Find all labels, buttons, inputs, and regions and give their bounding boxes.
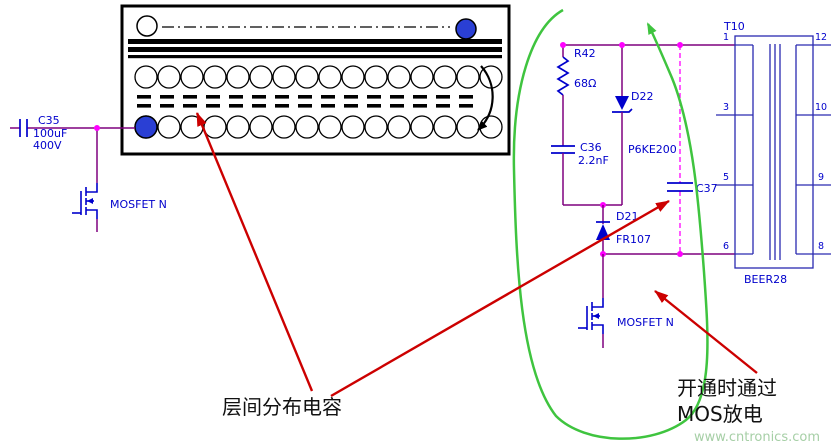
transformer-t10: T10 BEER28 1 3 5 6 12 10 9 8 — [716, 20, 831, 286]
pin-number-6: 6 — [723, 241, 729, 252]
nmos-symbol-right — [578, 298, 603, 334]
pin-number-1: 1 — [723, 32, 729, 43]
c37-capacitor-symbol — [667, 183, 693, 191]
arrow-to-c37 — [331, 201, 669, 396]
mosfet-left-label: MOSFET N — [110, 198, 167, 211]
r42-resistor-symbol — [558, 57, 568, 95]
d22-ref-label: D22 — [631, 90, 653, 103]
winding-turns-row-bottom — [135, 116, 502, 138]
watermark: www.cntronics.com — [694, 430, 820, 445]
right-pin-stubs — [813, 45, 831, 254]
r42-ref-label: R42 — [574, 47, 596, 60]
nmos-symbol-left — [72, 183, 97, 219]
transformer-core-lines — [770, 44, 780, 260]
snubber-circuit: R42 68Ω D22 P6KE200 C36 2.2nF D21 FR107 … — [551, 42, 735, 348]
secondary-winding-lines — [796, 45, 813, 254]
c36-ref-label: C36 — [580, 141, 602, 154]
discharge-note-line1: 开通时通过 — [677, 376, 777, 400]
pin-number-3: 3 — [723, 102, 729, 113]
junction-dot — [560, 42, 566, 48]
primary-winding-lines — [735, 45, 753, 254]
c35-ref-label: C35 — [38, 114, 60, 127]
r42-value-label: 68Ω — [574, 77, 596, 90]
pin-number-12: 12 — [815, 32, 827, 43]
winding-turns-row-top — [135, 66, 502, 88]
transformer-outline — [735, 36, 813, 268]
c36-value-label: 2.2nF — [578, 154, 609, 167]
shield-layer-bar — [128, 47, 502, 52]
shield-layer-bar — [128, 55, 502, 58]
distributed-capacitance-dashes — [137, 95, 473, 108]
d22-tvs-diode-symbol — [615, 96, 629, 110]
pin-number-8: 8 — [818, 241, 824, 252]
d21-part-label: FR107 — [616, 233, 651, 246]
winding-cross-section — [122, 6, 509, 154]
c36-capacitor-symbol — [551, 146, 575, 153]
pin-number-5: 5 — [723, 172, 729, 183]
c35-capacitor-symbol — [20, 119, 27, 137]
mosfet-right-label: MOSFET N — [617, 316, 674, 329]
winding-terminal-blue-top — [456, 19, 476, 39]
highlight-loop — [514, 10, 708, 439]
d22-part-label: P6KE200 — [628, 143, 677, 156]
c35-voltage-label: 400V — [33, 139, 62, 152]
pin-number-10: 10 — [815, 102, 827, 113]
junction-dot — [677, 42, 683, 48]
transformer-part-label: BEER28 — [744, 273, 787, 286]
junction-dot — [677, 251, 683, 257]
pin-number-9: 9 — [818, 172, 824, 183]
c37-ref-label: C37 — [696, 182, 718, 195]
discharge-note-line2: MOS放电 — [677, 402, 763, 426]
winding-terminal-blue-bottom — [135, 116, 157, 138]
junction-dot — [94, 125, 100, 131]
winding-terminal-top-left — [137, 16, 157, 36]
interlayer-capacitance-note: 层间分布电容 — [222, 395, 342, 419]
junction-dot — [619, 42, 625, 48]
shield-layer-bar — [128, 39, 502, 44]
